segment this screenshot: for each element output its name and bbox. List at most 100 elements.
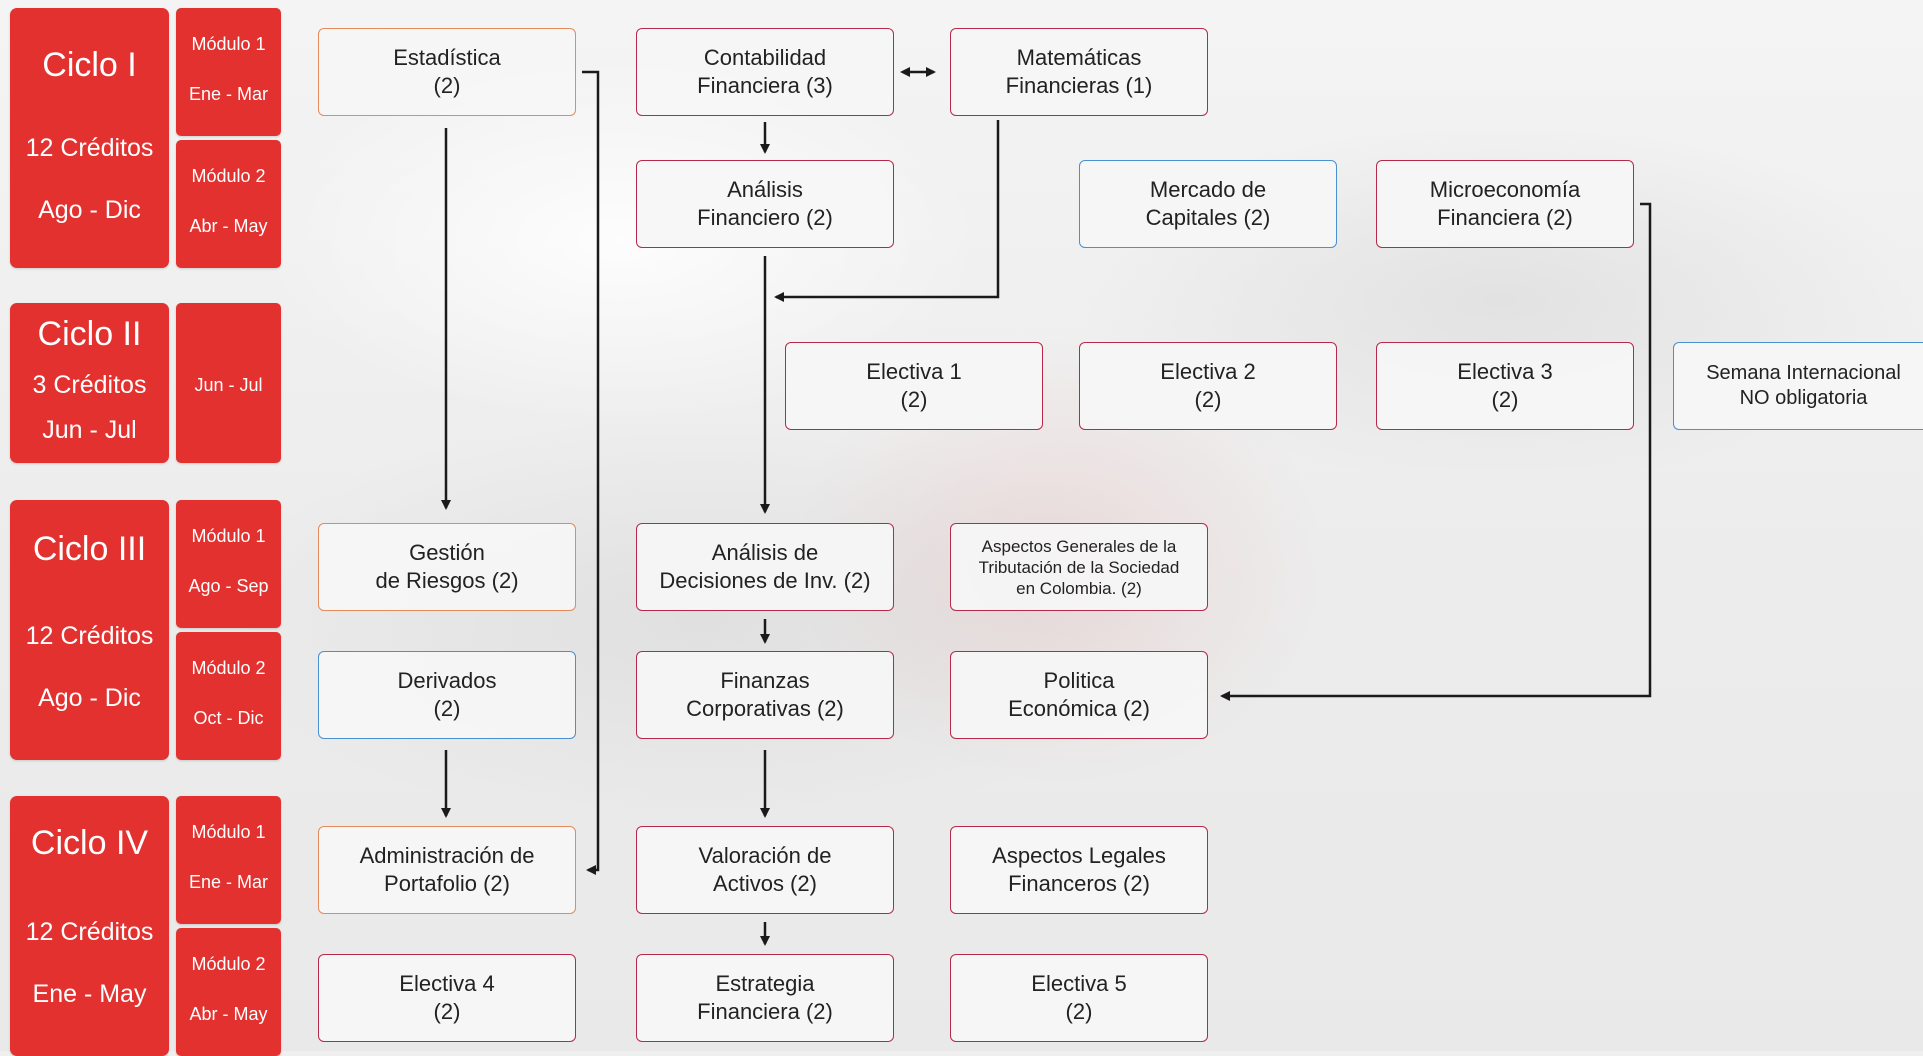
modulo-period: Ago - Sep (188, 576, 269, 596)
modulo-label: Módulo 2 (191, 954, 266, 974)
ciclo-3-block: Ciclo III 12 Créditos Ago - Dic (10, 500, 169, 760)
course-administracion-portafolio: Administración de Portafolio (2) (318, 826, 576, 914)
modulo-label: Módulo 2 (191, 658, 266, 678)
course-name: Electiva 5 (1031, 971, 1127, 996)
course-politica-economica: Politica Económica (2) (950, 651, 1208, 739)
course-credits: (2) (1194, 387, 1222, 412)
course-credits: Financiero (2) (697, 205, 833, 230)
course-name: Gestión (409, 540, 485, 565)
course-name: Derivados (397, 668, 497, 693)
course-estadistica: Estadística (2) (318, 28, 576, 116)
modulo-period: Oct - Dic (193, 708, 264, 728)
ciclo-name: Ciclo IV (30, 824, 149, 862)
course-name: Matemáticas (1016, 45, 1142, 70)
course-analisis-decisiones: Análisis de Decisiones de Inv. (2) (636, 523, 894, 611)
course-credits: de Riesgos (2) (375, 568, 519, 593)
course-credits: Activos (2) (713, 871, 817, 896)
modulo-label: Módulo 1 (191, 526, 266, 546)
course-estrategia-financiera: Estrategia Financiera (2) (636, 954, 894, 1042)
course-name: Electiva 4 (399, 971, 495, 996)
course-name: Contabilidad (703, 45, 827, 70)
ciclo-4-block: Ciclo IV 12 Créditos Ene - May (10, 796, 169, 1056)
modulo-block: Módulo 2 Oct - Dic (176, 632, 281, 760)
course-name: Electiva 3 (1457, 359, 1553, 384)
course-name: Análisis de (711, 540, 819, 565)
course-credits: Corporativas (2) (686, 696, 844, 721)
ciclo-name: Ciclo II (37, 315, 142, 353)
course-name: Finanzas (720, 668, 810, 693)
course-aspectos-legales: Aspectos Legales Financeros (2) (950, 826, 1208, 914)
course-credits: (2) (1491, 387, 1519, 412)
modulo-period: Ene - Mar (188, 872, 269, 892)
ciclo-name: Ciclo III (32, 530, 147, 568)
course-name: Aspectos Generales de la (981, 536, 1177, 556)
ciclo-credits: 12 Créditos (25, 622, 154, 650)
course-credits: Financiera (3) (697, 73, 833, 98)
course-semana-internacional: Semana Internacional NO obligatoria (1673, 342, 1923, 430)
course-valoracion-activos: Valoración de Activos (2) (636, 826, 894, 914)
ciclo-1-block: Ciclo I 12 Créditos Ago - Dic (10, 8, 169, 268)
course-credits: (2) (1065, 999, 1093, 1024)
modulo-period: Abr - May (189, 216, 268, 236)
ciclo-period: Jun - Jul (42, 416, 137, 444)
arrow-matematicas-analisis (774, 120, 1000, 302)
modulo-period: Ene - Mar (188, 84, 269, 104)
course-credits: Financiera (2) (697, 999, 833, 1024)
ciclo-period: Ene - May (32, 980, 147, 1008)
ciclo-period: Ago - Dic (38, 196, 141, 224)
course-name: Administración de (359, 843, 535, 868)
course-credits: (2) (900, 387, 928, 412)
ciclo-credits: 12 Créditos (25, 918, 154, 946)
course-name: Tributación de la Sociedad (978, 557, 1180, 577)
modulo-period: Abr - May (189, 1004, 268, 1024)
ciclo-name: Ciclo I (42, 46, 137, 84)
course-mercado-capitales: Mercado de Capitales (2) (1079, 160, 1337, 248)
course-credits: Decisiones de Inv. (2) (659, 568, 871, 593)
course-derivados: Derivados (2) (318, 651, 576, 739)
course-credits: Económica (2) (1008, 696, 1150, 721)
course-name: Valoración de (698, 843, 832, 868)
course-name: Aspectos Legales (992, 843, 1166, 868)
ciclo-period: Ago - Dic (38, 684, 141, 712)
course-electiva-2: Electiva 2 (2) (1079, 342, 1337, 430)
arrow-microeconomia-politica (1220, 202, 1652, 701)
course-credits: Capitales (2) (1145, 205, 1271, 230)
course-credits: Financieras (1) (1005, 73, 1153, 98)
modulo-block: Módulo 1 Ene - Mar (176, 796, 281, 924)
course-credits: (2) (433, 696, 461, 721)
course-analisis-financiero: Análisis Financiero (2) (636, 160, 894, 248)
course-name: Microeconomía (1429, 177, 1581, 202)
course-credits: (2) (433, 999, 461, 1024)
modulo-label: Módulo 1 (191, 822, 266, 842)
modulo-block: Jun - Jul (176, 303, 281, 463)
course-microeconomia-financiera: Microeconomía Financiera (2) (1376, 160, 1634, 248)
modulo-label: Módulo 2 (191, 166, 266, 186)
arrow-estadistica-portafolio (582, 70, 600, 875)
ciclo-credits: 12 Créditos (25, 134, 154, 162)
ciclo-2-block: Ciclo II 3 Créditos Jun - Jul (10, 303, 169, 463)
course-name: Estadística (393, 45, 501, 70)
modulo-block: Módulo 2 Abr - May (176, 928, 281, 1056)
course-name: Análisis (727, 177, 803, 202)
course-credits: Financiera (2) (1437, 205, 1573, 230)
course-name: Politica (1043, 668, 1115, 693)
course-credits: Financeros (2) (1008, 871, 1150, 896)
course-name: Electiva 2 (1160, 359, 1256, 384)
course-note: NO obligatoria (1739, 387, 1868, 409)
course-credits: Portafolio (2) (384, 871, 510, 896)
modulo-period: Jun - Jul (194, 375, 263, 395)
course-tributacion: Aspectos Generales de la Tributación de … (950, 523, 1208, 611)
modulo-block: Módulo 1 Ene - Mar (176, 8, 281, 136)
course-electiva-1: Electiva 1 (2) (785, 342, 1043, 430)
course-gestion-riesgos: Gestión de Riesgos (2) (318, 523, 576, 611)
course-electiva-4: Electiva 4 (2) (318, 954, 576, 1042)
course-matematicas-financieras: Matemáticas Financieras (1) (950, 28, 1208, 116)
course-finanzas-corporativas: Finanzas Corporativas (2) (636, 651, 894, 739)
course-credits: en Colombia. (2) (1016, 578, 1142, 598)
course-name: Semana Internacional (1706, 362, 1901, 384)
course-electiva-3: Electiva 3 (2) (1376, 342, 1634, 430)
course-electiva-5: Electiva 5 (2) (950, 954, 1208, 1042)
modulo-label: Módulo 1 (191, 34, 266, 54)
modulo-block: Módulo 1 Ago - Sep (176, 500, 281, 628)
